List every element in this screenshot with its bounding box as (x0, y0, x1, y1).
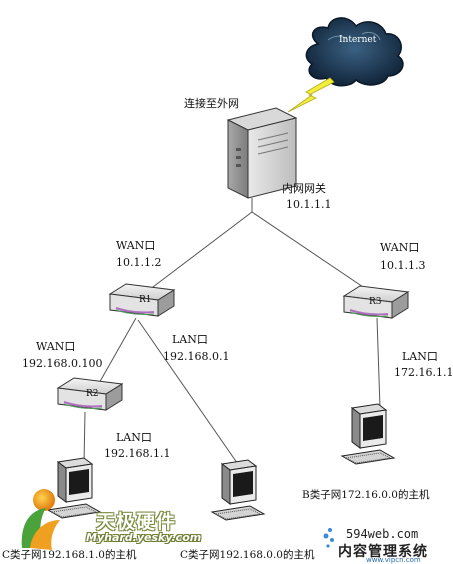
router-r2-name: R2 (86, 389, 99, 399)
r2-lan-label: LAN口 (116, 431, 152, 444)
link-r1-r2 (97, 317, 137, 386)
link-hub-r1 (144, 211, 253, 294)
brand-watermark-cn: 天极硬件 (96, 511, 177, 533)
link-r1-host-c0 (137, 319, 243, 471)
gateway-server-icon (226, 107, 298, 199)
computer-b-icon (340, 403, 396, 465)
link-r3-host-b (376, 317, 381, 409)
host-b-caption: B类子网172.16.0.0的主机 (302, 489, 430, 501)
r1-lan-label: LAN口 (172, 333, 208, 346)
router-r3-name: R3 (369, 297, 382, 307)
gateway-connect-label: 连接至外网 (184, 97, 239, 110)
r2-lan-ip: 192.168.1.1 (104, 447, 171, 460)
site-logo-icon (323, 528, 334, 548)
gateway-ip-label: 10.1.1.1 (286, 198, 332, 211)
site-watermark-url: www.vipcn.com (366, 556, 421, 564)
router-r1-icon (108, 283, 176, 317)
r1-wan-ip: 10.1.1.2 (116, 256, 162, 269)
site-watermark-domain: 594web.com (346, 527, 419, 541)
r1-lan-ip: 192.168.0.1 (163, 350, 230, 363)
computer-c1-icon (46, 457, 102, 519)
router-r3-icon (342, 285, 410, 319)
internet-cloud-icon (305, 17, 404, 87)
router-r1-name: R1 (139, 295, 152, 305)
r2-wan-label: WAN口 (36, 340, 76, 353)
link-hub-r3 (251, 211, 373, 294)
brand-watermark-url: Myhard.yesky.com (86, 531, 202, 544)
internet-label: Internet (339, 35, 377, 45)
gateway-name-label: 内网网关 (282, 182, 326, 195)
lightning-bolt-icon (287, 77, 335, 113)
r3-wan-ip: 10.1.1.3 (380, 259, 426, 272)
host-c1-caption: C类子网192.168.1.0的主机 (2, 549, 137, 561)
link-r2-host-c1 (83, 411, 86, 464)
r2-wan-ip: 192.168.0.100 (22, 357, 103, 370)
site-watermark-name: 内容管理系统 (338, 544, 428, 560)
router-r2-icon (56, 377, 124, 411)
r3-lan-label: LAN口 (402, 350, 438, 363)
computer-c0-icon (210, 459, 266, 521)
r1-wan-label: WAN口 (116, 239, 156, 252)
r3-wan-label: WAN口 (380, 241, 420, 254)
brand-logo-icon (21, 489, 60, 550)
r3-lan-ip: 172.16.1.1 (394, 366, 453, 379)
host-c0-caption: C类子网192.168.0.0的主机 (180, 549, 315, 561)
network-links (83, 198, 381, 471)
